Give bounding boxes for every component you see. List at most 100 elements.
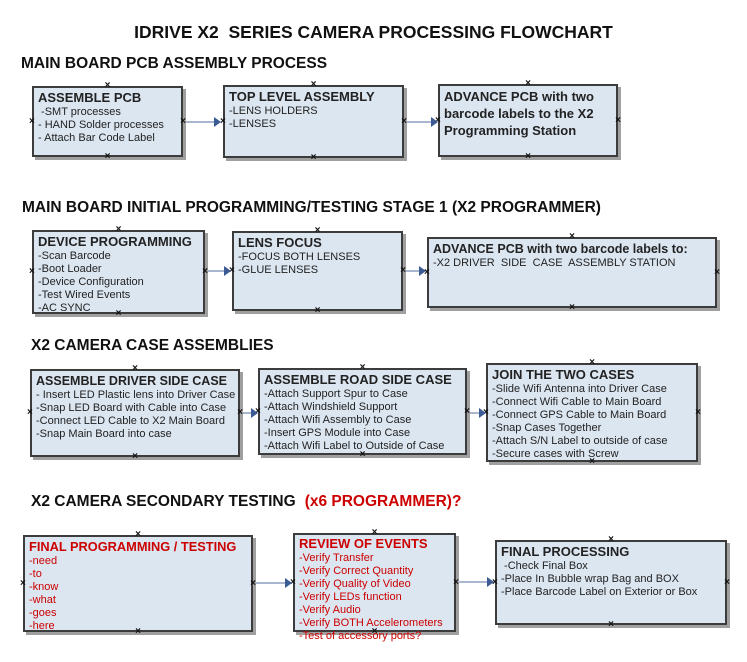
box-item: - HAND Solder processes bbox=[38, 119, 164, 131]
page-title: IDRIVE X2 SERIES CAMERA PROCESSING FLOWC… bbox=[134, 22, 613, 42]
box-item: -Attach Support Spur to Case bbox=[264, 388, 408, 400]
box-item: -Snap Cases Together bbox=[492, 422, 602, 434]
box-title: ASSEMBLE DRIVER SIDE CASE bbox=[36, 374, 228, 388]
connection-handle-icon: × bbox=[401, 115, 407, 127]
connection-handle-icon: × bbox=[115, 308, 122, 319]
box-item: -Place In Bubble wrap Bag and BOX bbox=[501, 573, 679, 585]
connection-handle-icon: × bbox=[135, 626, 141, 637]
box-item: -Verify Correct Quantity bbox=[299, 565, 414, 577]
box-item: -Snap LED Board with Cable into Case bbox=[36, 402, 227, 414]
box-item: -here bbox=[29, 620, 55, 632]
flow-box-advance-pcb-programming-station: × × × × ADVANCE PCB with two barcode lab… bbox=[435, 79, 621, 162]
box-item: -Check Final Box bbox=[501, 560, 588, 572]
box-title: ASSEMBLE PCB bbox=[38, 90, 142, 105]
box-item: -X2 DRIVER SIDE CASE ASSEMBLY STATION bbox=[433, 257, 676, 269]
flow-arrow bbox=[406, 266, 426, 276]
box-title: ADVANCE PCB with two barcode labels to: bbox=[433, 242, 688, 256]
box-item: -Device Configuration bbox=[38, 276, 144, 288]
box-title: REVIEW OF EVENTS bbox=[299, 536, 428, 551]
connection-handle-icon: × bbox=[371, 626, 378, 637]
flow-box-top-level-assembly: × × × × TOP LEVEL ASSEMBLY -LENS HOLDERS… bbox=[220, 80, 407, 163]
flow-box-final-programming-testing: × × × × FINAL PROGRAMMING / TESTING -nee… bbox=[20, 530, 256, 637]
flow-arrow bbox=[243, 408, 258, 418]
box-item: -Test of accessory ports? bbox=[299, 630, 422, 642]
box-item: -GLUE LENSES bbox=[238, 264, 319, 276]
box-item: -goes bbox=[29, 607, 57, 619]
box-item: -Connect LED Cable to X2 Main Board bbox=[36, 415, 225, 427]
flow-box-final-processing: × × × × FINAL PROCESSING -Check Final Bo… bbox=[492, 535, 730, 630]
connection-handle-icon: × bbox=[135, 529, 141, 540]
connection-handle-icon: × bbox=[464, 405, 470, 417]
box-title: ASSEMBLE ROAD SIDE CASE bbox=[264, 372, 452, 387]
connection-handle-icon: × bbox=[29, 115, 35, 127]
connection-handle-icon: × bbox=[400, 265, 406, 276]
flow-box-join-the-two-cases: × × × × JOIN THE TWO CASES -Slide Wifi A… bbox=[483, 358, 701, 467]
flow-arrow bbox=[458, 577, 494, 587]
connection-handle-icon: × bbox=[132, 363, 138, 374]
connection-handle-icon: × bbox=[104, 151, 111, 162]
connection-handle-icon: × bbox=[202, 266, 208, 277]
box-item: -Scan Barcode bbox=[38, 250, 111, 262]
box-item: -Attach Wifi Assembly to Case bbox=[264, 414, 412, 426]
box-item: -Attach Wifi Label to Outside of Case bbox=[264, 440, 445, 452]
box-item: -to bbox=[29, 568, 42, 580]
flow-arrow bbox=[208, 266, 231, 276]
box-item: -LENS HOLDERS bbox=[229, 105, 318, 117]
box-item: -FOCUS BOTH LENSES bbox=[238, 251, 361, 263]
flow-arrow bbox=[186, 117, 221, 127]
connection-handle-icon: × bbox=[310, 79, 317, 90]
box-title: TOP LEVEL ASSEMBLY bbox=[229, 89, 375, 104]
connection-handle-icon: × bbox=[525, 78, 531, 89]
box-item: -Verify BOTH Accelerometers bbox=[299, 617, 443, 629]
section-heading-initial-programming: MAIN BOARD INITIAL PROGRAMMING/TESTING S… bbox=[22, 199, 601, 216]
connection-handle-icon: × bbox=[569, 302, 575, 313]
connection-handle-icon: × bbox=[220, 115, 226, 127]
box-item: -Verify LEDs function bbox=[299, 591, 402, 603]
box-item: -Verify Transfer bbox=[299, 552, 374, 564]
box-item: -Attach Windshield Support bbox=[264, 401, 398, 413]
connection-handle-icon: × bbox=[589, 456, 595, 467]
connection-handle-icon: × bbox=[314, 225, 321, 236]
section-heading-secondary-testing: X2 CAMERA SECONDARY TESTING (x6 PROGRAMME… bbox=[31, 493, 461, 511]
box-item: -Connect Wifi Cable to Main Board bbox=[492, 396, 662, 408]
box-item: - Insert LED Plastic lens into Driver Ca… bbox=[36, 389, 236, 401]
flow-box-review-of-events: × × × × REVIEW OF EVENTS -Verify Transfe… bbox=[290, 528, 459, 643]
box-title: ADVANCE PCB with two barcode labels to t… bbox=[444, 89, 594, 138]
box-title: FINAL PROCESSING bbox=[501, 544, 630, 559]
connection-handle-icon: × bbox=[20, 577, 26, 589]
connection-handle-icon: × bbox=[237, 407, 243, 418]
connection-handle-icon: × bbox=[724, 576, 730, 588]
connection-handle-icon: × bbox=[359, 362, 366, 373]
box-title: FINAL PROGRAMMING / TESTING bbox=[29, 539, 237, 554]
connection-handle-icon: × bbox=[132, 451, 138, 462]
box-title: JOIN THE TWO CASES bbox=[492, 367, 635, 382]
connection-handle-icon: × bbox=[615, 114, 621, 126]
section-heading-text: X2 CAMERA SECONDARY TESTING bbox=[31, 493, 296, 510]
box-item: -Test Wired Events bbox=[38, 289, 131, 301]
box-item: - Attach Bar Code Label bbox=[38, 132, 155, 144]
box-item: -Insert GPS Module into Case bbox=[264, 427, 411, 439]
box-item: -Secure cases with Screw bbox=[492, 448, 619, 460]
flow-arrow bbox=[256, 578, 292, 588]
connection-handle-icon: × bbox=[250, 577, 256, 589]
box-item: -LENSES bbox=[229, 118, 277, 130]
connection-handle-icon: × bbox=[371, 527, 378, 538]
connection-handle-icon: × bbox=[453, 576, 459, 588]
box-item: -SMT processes bbox=[38, 106, 121, 118]
flow-arrow bbox=[407, 117, 438, 127]
connection-handle-icon: × bbox=[695, 406, 701, 418]
box-item: -Snap Main Board into case bbox=[36, 428, 172, 440]
box-item: -Slide Wifi Antenna into Driver Case bbox=[492, 383, 667, 395]
connection-handle-icon: × bbox=[569, 231, 575, 242]
box-item: -know bbox=[29, 581, 59, 593]
flow-arrow bbox=[470, 408, 486, 418]
box-item: -Place Barcode Label on Exterior or Box bbox=[501, 586, 698, 598]
flow-box-device-programming: × × × × DEVICE PROGRAMMING -Scan Barcode… bbox=[29, 225, 208, 319]
section-heading-red-suffix: (x6 PROGRAMMER)? bbox=[304, 493, 462, 510]
flow-box-assemble-road-side-case: × × × × ASSEMBLE ROAD SIDE CASE -Attach … bbox=[255, 363, 470, 460]
box-title: LENS FOCUS bbox=[238, 235, 322, 250]
connection-handle-icon: × bbox=[104, 80, 111, 91]
box-item: -Attach S/N Label to outside of case bbox=[492, 435, 668, 447]
connection-handle-icon: × bbox=[525, 151, 531, 162]
